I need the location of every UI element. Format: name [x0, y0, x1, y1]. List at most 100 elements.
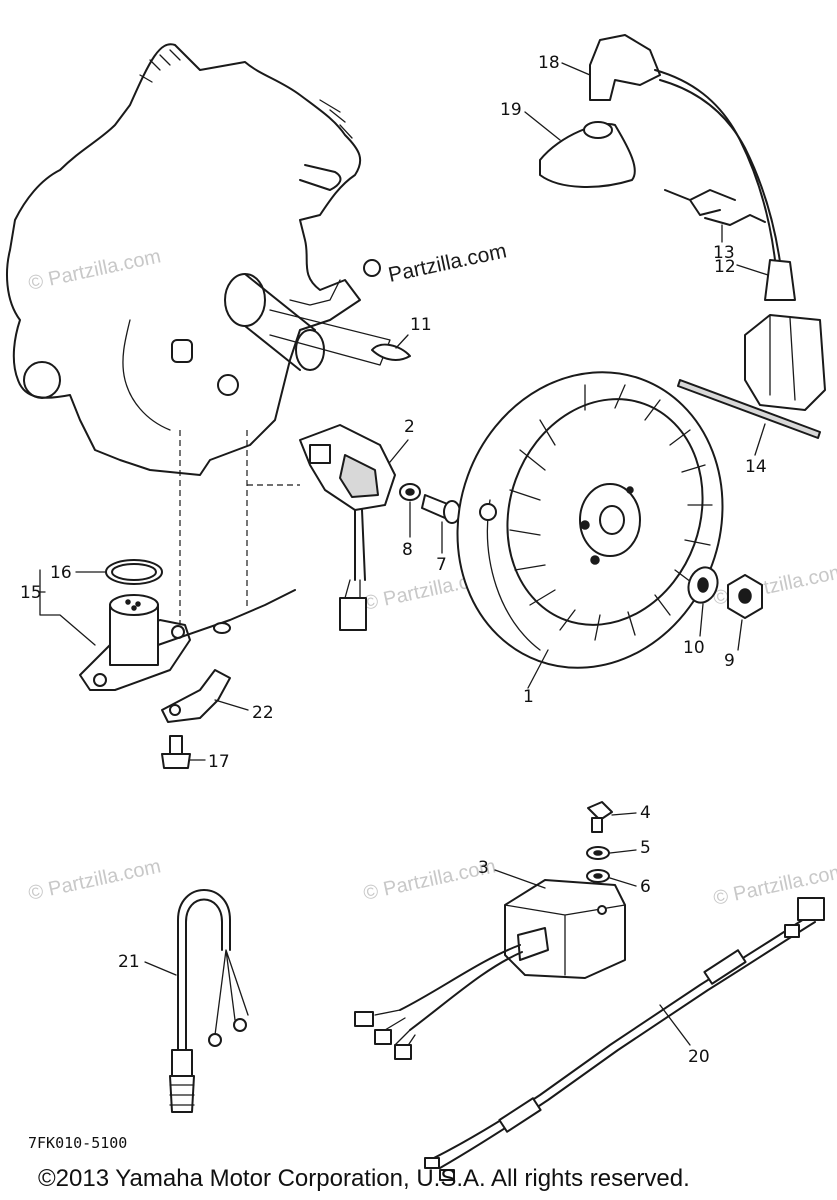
pulser-coil-wire	[354, 509, 366, 581]
crankcase-pin	[299, 164, 342, 191]
flywheel-rim-hole	[479, 503, 497, 521]
part-label-2: 2	[404, 417, 415, 437]
leader-line	[144, 961, 177, 976]
harness-connector	[797, 897, 825, 921]
cdi-mount-hole	[597, 905, 607, 915]
leader-line	[214, 699, 249, 711]
pulser-coil-connector	[339, 597, 367, 631]
thermo-switch-probe	[169, 1075, 195, 1113]
leader-line	[609, 877, 637, 887]
cdi-unit-grommet	[517, 927, 549, 961]
bracket-hole	[169, 704, 181, 716]
crankcase-hole	[217, 374, 239, 396]
sensor-vent	[131, 605, 137, 611]
cdi-connector	[354, 1011, 374, 1027]
pulser-coil-terminal	[309, 444, 331, 464]
plain-washer-hole	[593, 873, 603, 879]
thermo-switch-terminal	[208, 1033, 222, 1047]
pulser-coil	[299, 424, 396, 631]
ignition-coil-body	[744, 314, 826, 411]
woodruff-key	[371, 343, 411, 361]
wire-harness	[424, 897, 825, 1181]
pulser-coil-leads	[344, 579, 361, 599]
part-label-6: 6	[640, 877, 651, 897]
part-label-14: 14	[745, 457, 767, 477]
crankcase-bracket	[289, 279, 341, 306]
crankcase-fins	[319, 99, 353, 139]
flywheel-hole	[626, 486, 634, 494]
high-tension-cord-edge	[659, 79, 781, 263]
leader-line	[659, 1004, 691, 1046]
pulser-washer-hole	[405, 488, 415, 496]
harness-main-edge	[439, 921, 816, 1169]
flywheel-nut-hole	[738, 588, 752, 604]
harness-terminal	[424, 1157, 440, 1169]
pulser-coil-core	[339, 454, 379, 498]
part-label-16: 16	[50, 563, 72, 583]
harness-main	[429, 914, 811, 1161]
sensor-vent	[125, 599, 131, 605]
part-label-1: 1	[523, 687, 534, 707]
leader-line	[395, 334, 409, 349]
flywheel-side-shading	[486, 499, 541, 651]
part-label-13: 13	[713, 243, 735, 263]
thermo-switch	[169, 889, 249, 1113]
leader-line	[524, 111, 561, 141]
part-label-9: 9	[724, 651, 735, 671]
watermark-main: Partzilla.com	[386, 239, 508, 286]
leader-line	[609, 849, 637, 854]
dowel-pin	[171, 339, 193, 363]
bolt-shank	[169, 735, 183, 755]
part-label-3: 3	[478, 858, 489, 878]
leader-line	[561, 62, 591, 76]
crankcase-inner-edge	[122, 319, 171, 431]
part-label-20: 20	[688, 1047, 710, 1067]
thermo-switch-wire	[177, 889, 231, 1051]
plug-cap-cover	[539, 123, 636, 188]
cdi-unit	[354, 879, 626, 1060]
flange-hole	[93, 673, 107, 687]
flywheel-bore	[599, 505, 625, 535]
part-label-15: 15	[20, 583, 42, 603]
thermo-switch-terminal	[233, 1018, 247, 1032]
ignition-coil-lines	[769, 314, 796, 401]
cdi-connector	[374, 1029, 392, 1045]
part-label-5: 5	[640, 838, 651, 858]
leader-line	[611, 812, 637, 816]
watermark-faint: © Partzilla.com	[26, 855, 162, 905]
plug-cap-cover-top	[583, 121, 613, 139]
flywheel-hole	[590, 555, 600, 565]
flywheel-fins	[509, 384, 713, 641]
high-tension-cord	[654, 69, 776, 261]
gauge-strip	[677, 379, 821, 439]
leader-line	[39, 591, 96, 646]
sensor-vent	[135, 601, 141, 607]
thermo-switch-leads	[214, 949, 249, 1036]
part-label-10: 10	[683, 638, 705, 658]
part-label-19: 19	[500, 100, 522, 120]
watermark-faint: © Partzilla.com	[26, 245, 162, 295]
diagram-code: 7FK010-5100	[28, 1134, 127, 1152]
flywheel-hole	[580, 520, 590, 530]
part-label-11: 11	[410, 315, 432, 335]
part-label-12: 12	[714, 257, 736, 277]
leader-line	[736, 264, 769, 276]
harness-terminal	[784, 924, 800, 938]
crankshaft-tip	[295, 329, 325, 371]
crankshaft-end	[224, 273, 266, 327]
harness-sleeve	[703, 949, 747, 985]
part-label-17: 17	[208, 752, 230, 772]
leader-line	[737, 619, 743, 651]
key-slot-guide	[269, 309, 391, 366]
cord-clip	[664, 189, 766, 226]
watermark-dot	[363, 259, 381, 277]
engine-crankcase	[6, 43, 391, 476]
cdi-sensor-housing	[79, 589, 296, 691]
leader-line	[494, 869, 546, 889]
unit-screw-head	[587, 801, 613, 821]
o-ring-inner	[111, 563, 157, 581]
crankshaft-body	[244, 273, 316, 371]
leader-line	[754, 423, 766, 456]
sensor-can-top	[109, 594, 159, 616]
cdi-wire-leads	[374, 1009, 416, 1051]
